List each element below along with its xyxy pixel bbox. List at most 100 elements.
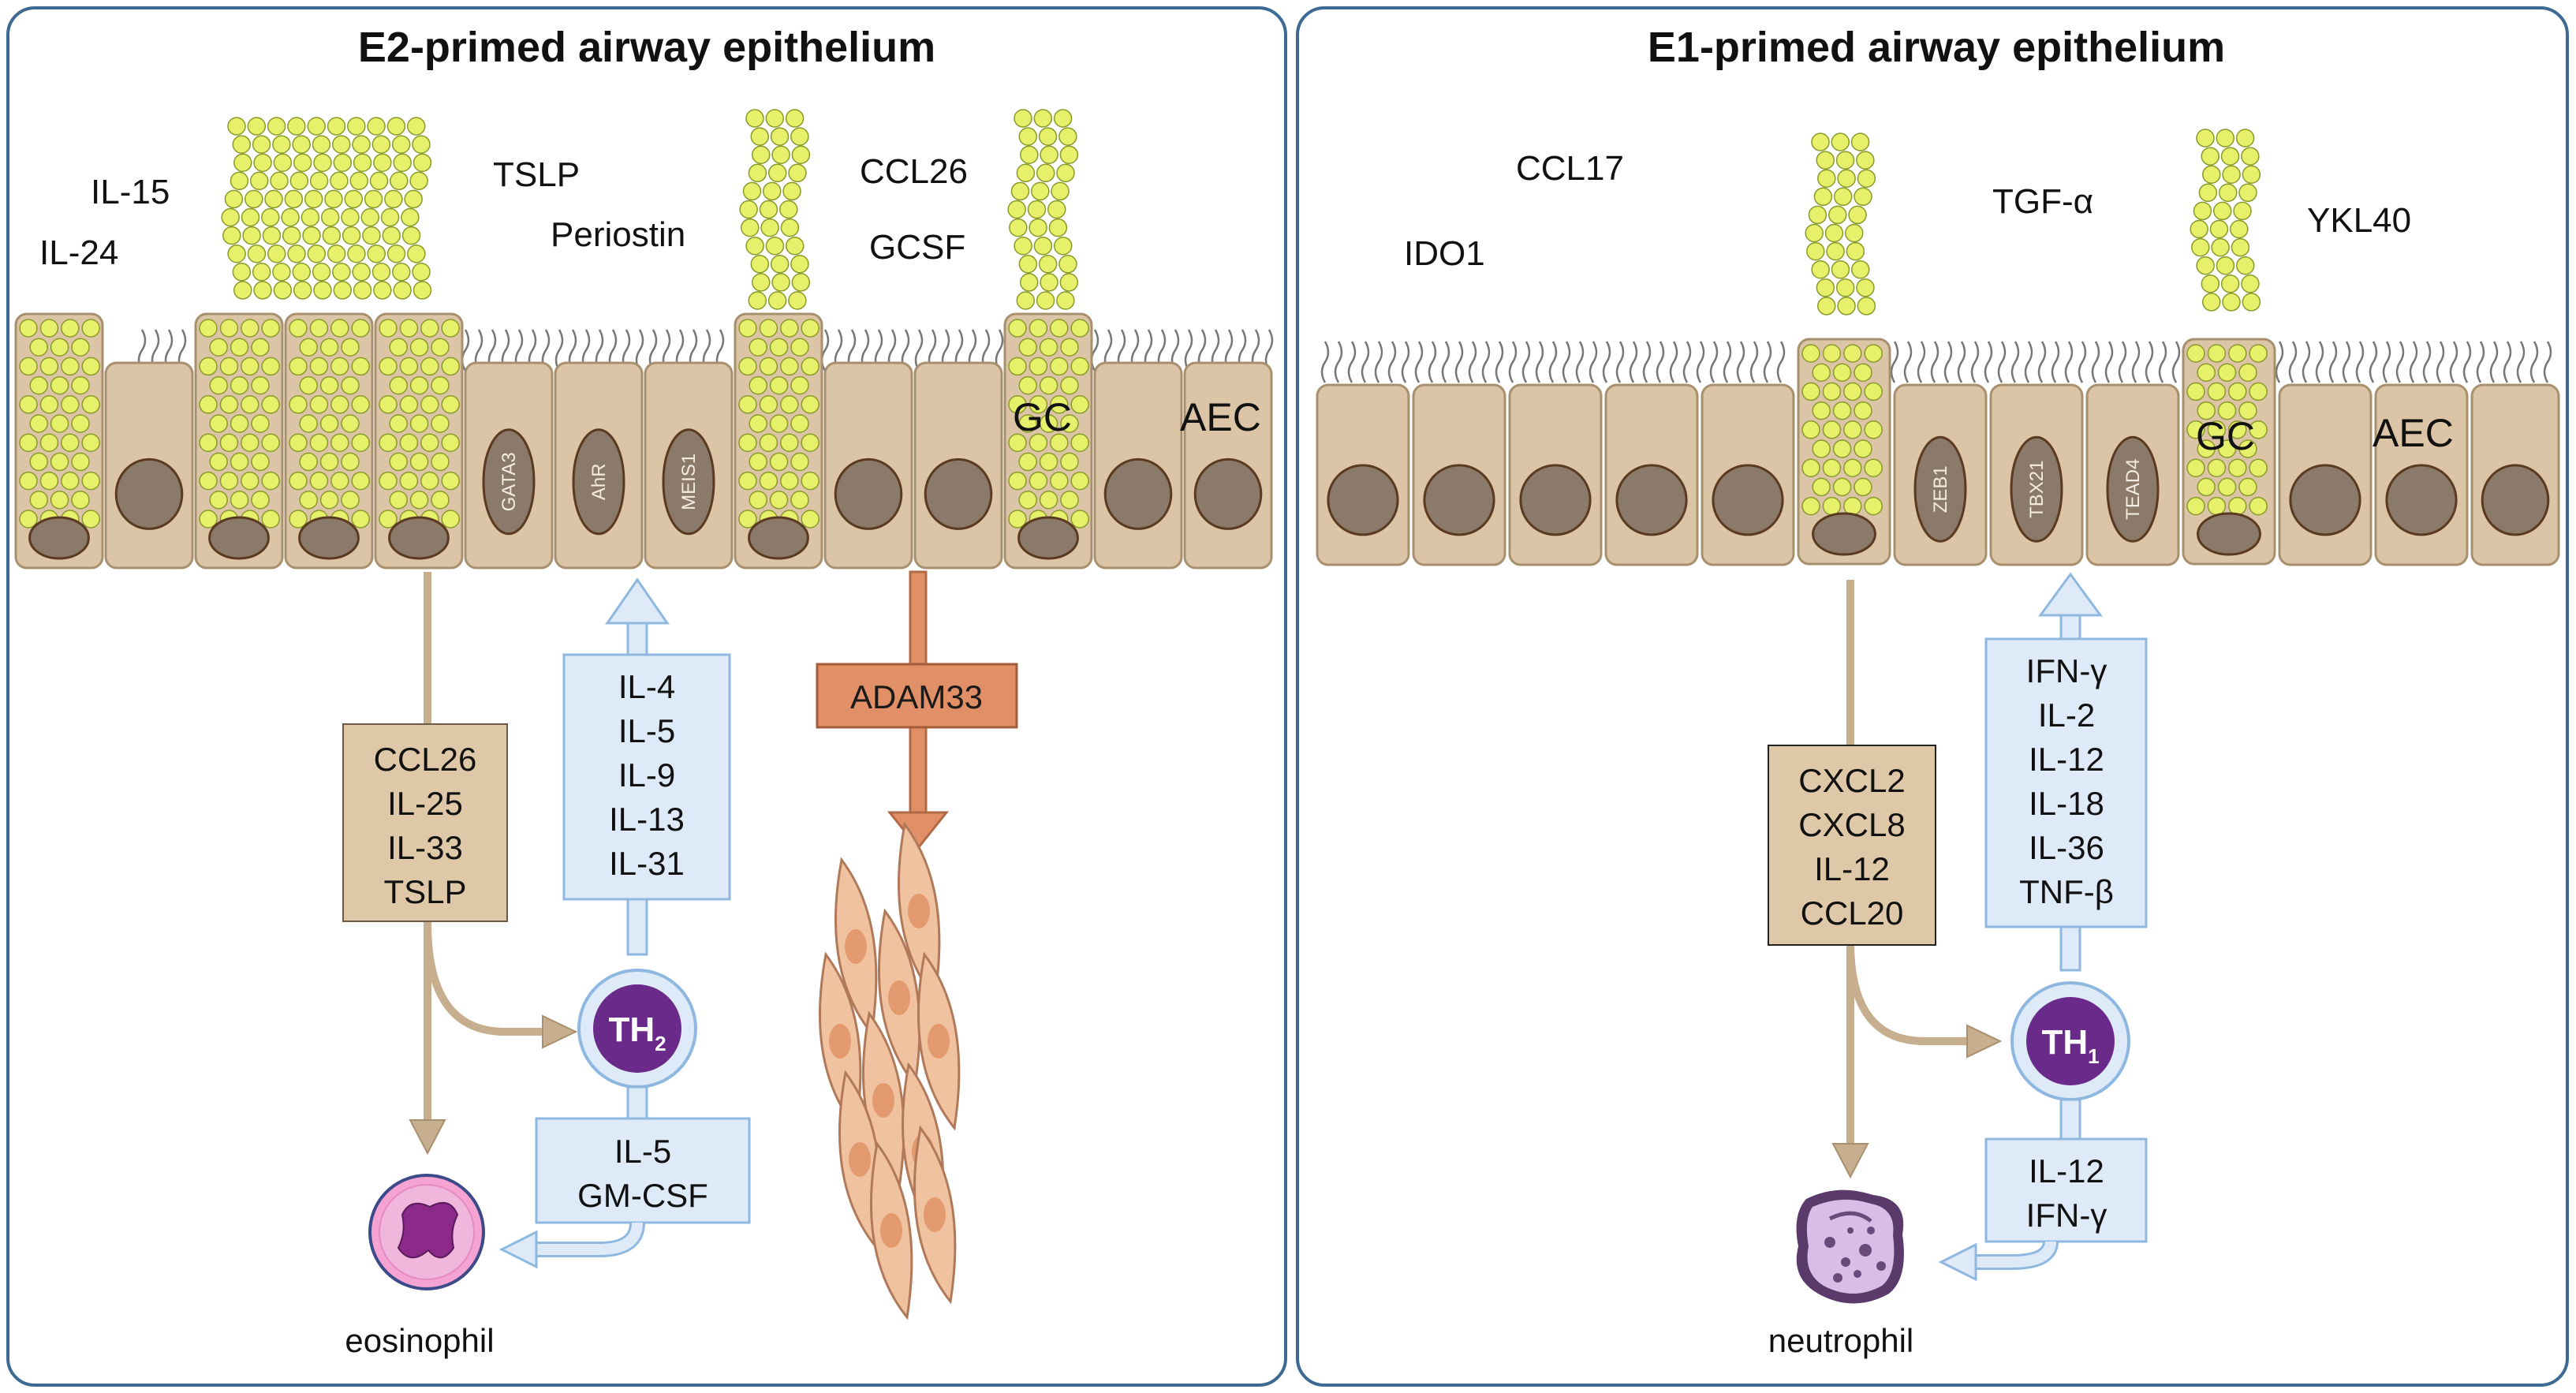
- goblet-granule: [261, 395, 280, 414]
- mucus-granule: [748, 291, 767, 310]
- goblet-granule: [2197, 439, 2216, 458]
- goblet-granule: [230, 338, 249, 357]
- smooth-muscle-nucleus: [872, 1083, 894, 1118]
- mucus-granule: [332, 263, 351, 282]
- mucus-granule: [791, 273, 811, 292]
- mucus-granule: [309, 171, 329, 191]
- mucus-granule: [2233, 201, 2252, 221]
- goblet-granule: [230, 491, 249, 510]
- mucus-granule: [401, 207, 420, 227]
- goblet-granule: [790, 414, 809, 433]
- mucus-granule: [1031, 181, 1050, 201]
- cell-nucleus: [28, 516, 90, 560]
- mucus-granule: [232, 135, 252, 154]
- mucus-granule: [2230, 219, 2249, 239]
- mucus-granule: [324, 189, 343, 209]
- goblet-granule: [399, 471, 419, 491]
- mucus-granule: [765, 236, 785, 256]
- mucus-granule: [233, 281, 252, 300]
- goblet-granule: [219, 395, 239, 414]
- cilium: [1763, 341, 1772, 383]
- left-signal-0: CCL26: [374, 741, 477, 778]
- goblet-granule: [1039, 491, 1058, 510]
- cell-nucleus: [208, 516, 270, 560]
- mucus-granule: [1036, 291, 1055, 310]
- goblet-granule: [1060, 452, 1079, 472]
- mucus-granule: [261, 207, 280, 227]
- mucus-granule: [788, 163, 807, 183]
- mucus-granule: [230, 171, 249, 191]
- goblet-granule: [1029, 433, 1048, 452]
- mucus-granule: [2238, 183, 2257, 203]
- left-gc-label: GC: [1013, 395, 1072, 439]
- cilium: [2489, 341, 2499, 383]
- goblet-granule: [790, 375, 809, 395]
- left-th-cytokine-1: IL-5: [618, 712, 675, 749]
- mucus-granule: [2202, 293, 2221, 312]
- mucus-granule: [2220, 274, 2240, 293]
- goblet-granule: [759, 395, 778, 414]
- mucus-granule: [1857, 297, 1876, 316]
- mucus-granule: [1033, 236, 1053, 256]
- cell-nucleus: [834, 457, 903, 530]
- neutrophil-granule: [1847, 1227, 1854, 1234]
- left-feedback-box: [535, 1117, 751, 1224]
- goblet-granule: [1050, 319, 1069, 338]
- label-gcsf: GCSF: [869, 228, 965, 267]
- mucus-granule: [1857, 169, 1876, 188]
- goblet-granule: [209, 338, 228, 357]
- goblet-granule: [1812, 363, 1831, 382]
- mucus-granule: [1850, 260, 1870, 279]
- goblet-granule: [330, 319, 349, 338]
- cilium: [1890, 341, 1899, 383]
- left-signal-1: IL-25: [387, 785, 463, 822]
- cilium: [1481, 341, 1491, 383]
- goblet-granule: [19, 395, 38, 414]
- goblet-granule: [2186, 420, 2205, 439]
- neutrophil-granule: [1859, 1244, 1872, 1257]
- goblet-granule: [19, 433, 38, 452]
- transcription-factor-label: TEAD4: [2122, 459, 2144, 520]
- mucus-granule: [409, 171, 428, 191]
- goblet-granule: [1832, 477, 1852, 497]
- goblet-granule: [71, 414, 90, 433]
- mucus-granule: [1845, 223, 1864, 243]
- mucus-granule: [1014, 236, 1032, 256]
- goblet-granule: [61, 395, 80, 414]
- cell-nucleus: [1519, 464, 1592, 536]
- mucus-granule: [393, 281, 412, 300]
- mucus-granule: [1009, 218, 1028, 237]
- goblet-granule: [29, 375, 48, 395]
- mucus-granule: [752, 145, 771, 164]
- goblet-granule: [1854, 477, 1872, 497]
- cilium: [1723, 341, 1732, 383]
- goblet-granule: [1801, 420, 1820, 439]
- cilium: [1347, 341, 1357, 383]
- goblet-granule: [441, 357, 460, 376]
- goblet-granule: [780, 395, 799, 414]
- right-signal-1: CXCL8: [1798, 806, 1905, 843]
- eosinophil-nucleus: [397, 1201, 459, 1259]
- goblet-granule: [1029, 319, 1048, 338]
- mucus-granule: [1053, 236, 1073, 256]
- goblet-granule: [29, 491, 48, 510]
- eosinophil-label: eosinophil: [345, 1322, 494, 1359]
- goblet-granule: [289, 471, 308, 491]
- tf-nucleus: [2106, 435, 2160, 543]
- mucus-granule: [412, 135, 431, 154]
- goblet-granule: [289, 319, 308, 338]
- left-mucus: [221, 109, 1079, 310]
- goblet-granule: [1008, 319, 1027, 338]
- mucus-granule: [771, 145, 790, 164]
- goblet-granule: [351, 357, 370, 376]
- mucus-granule: [227, 244, 246, 263]
- mucus-granule: [1846, 241, 1865, 261]
- mucus-granule: [779, 200, 798, 219]
- goblet-granule: [431, 338, 450, 357]
- mucus-granule: [2222, 293, 2241, 312]
- cilium: [1709, 341, 1719, 383]
- mucus-granule: [371, 263, 391, 282]
- cell-nucleus: [114, 457, 184, 530]
- goblet-granule: [2186, 344, 2205, 363]
